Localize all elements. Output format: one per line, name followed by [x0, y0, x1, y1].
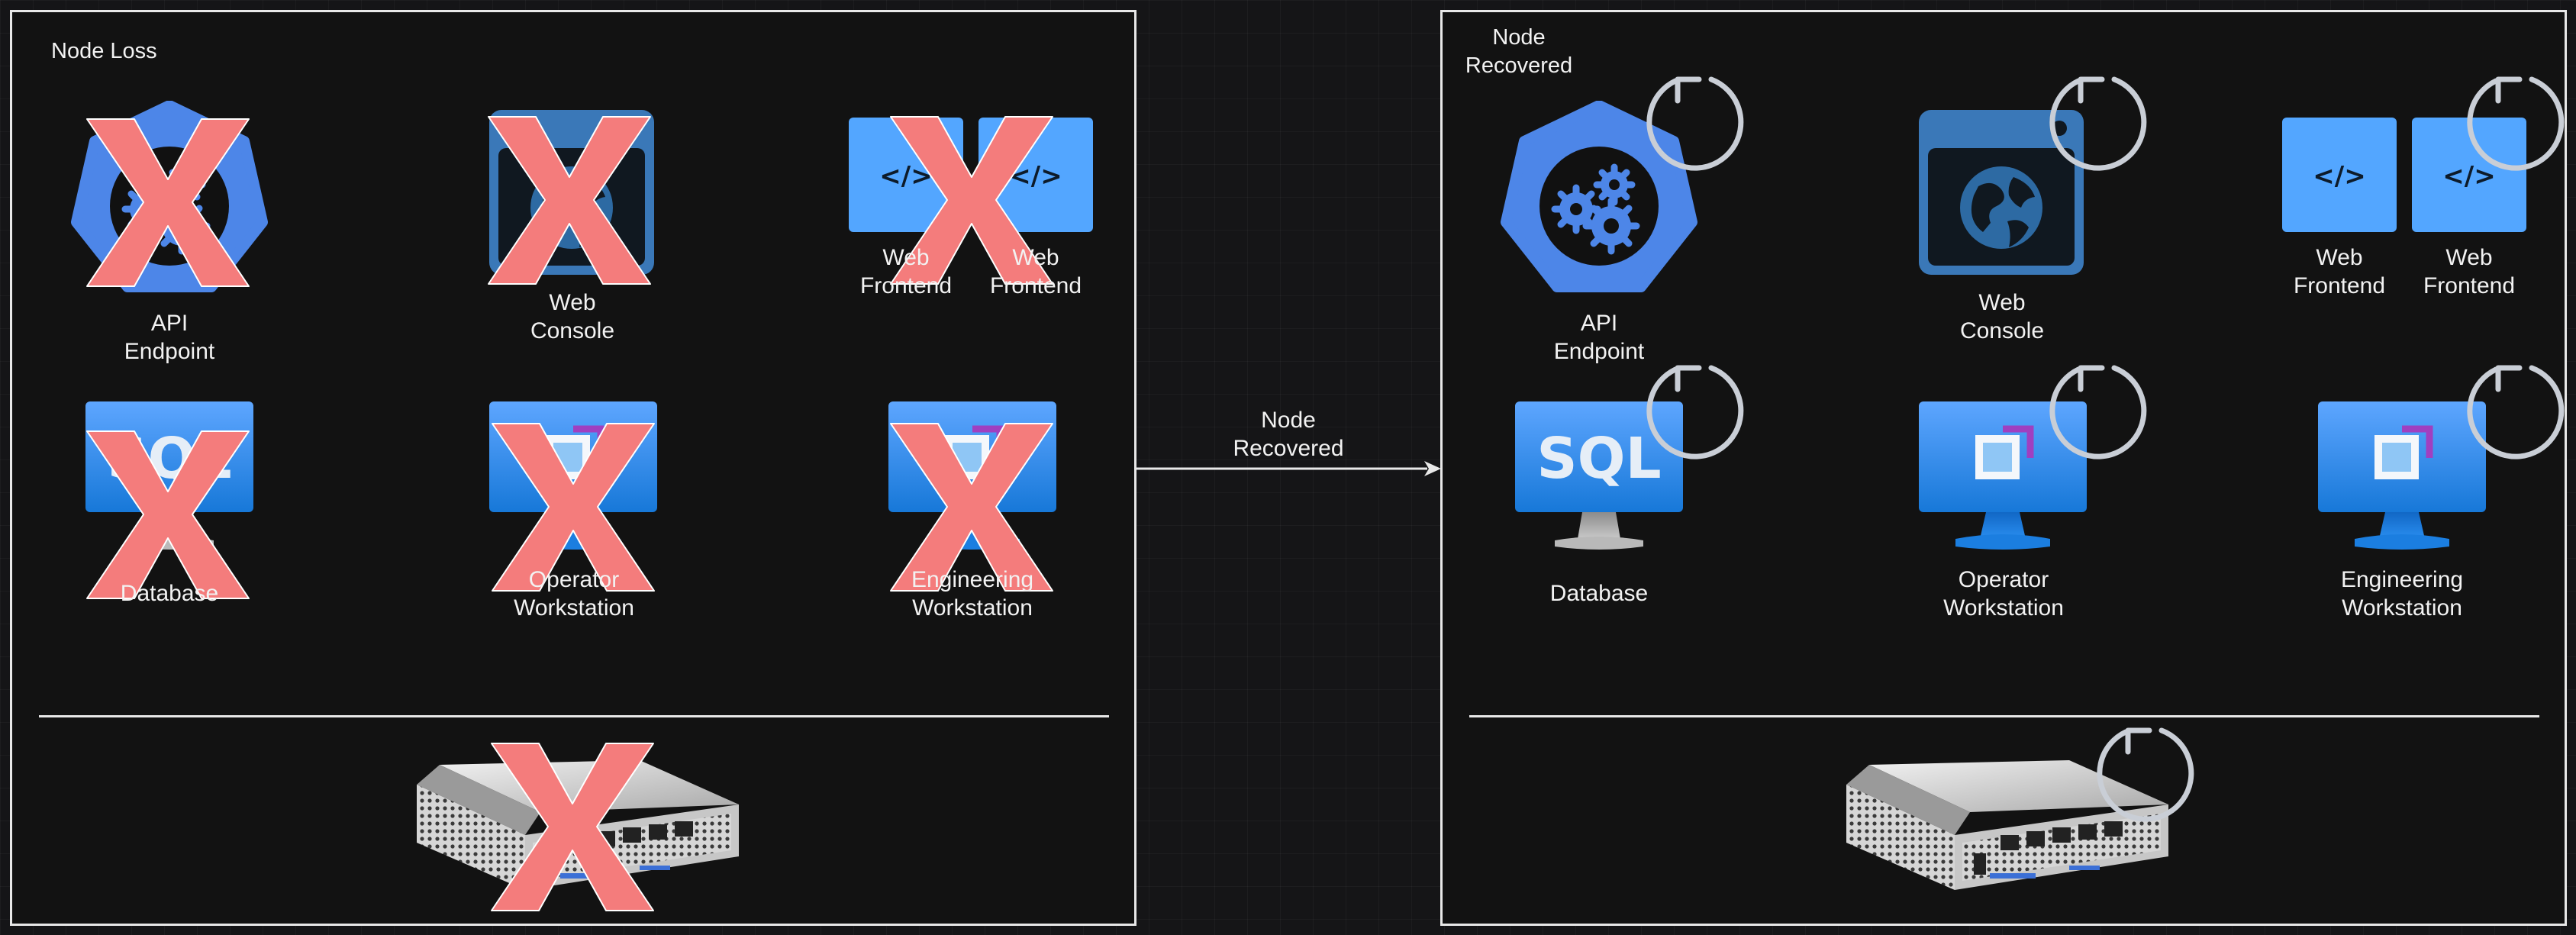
failure-x-icon	[84, 429, 252, 601]
database-label: Database	[1549, 581, 1649, 606]
panel-title: Node Loss	[51, 39, 157, 63]
recovery-arrow-icon	[2084, 718, 2198, 833]
divider-line	[39, 715, 1109, 717]
failure-x-icon	[488, 741, 656, 913]
connector-arrow	[1136, 461, 1441, 476]
recovery-arrow-icon	[2454, 356, 2568, 470]
recovery-arrow-icon	[1633, 67, 1748, 182]
web-frontend-icon	[2282, 118, 2397, 232]
recovery-arrow-icon	[1633, 356, 1748, 470]
divider-line	[1469, 715, 2539, 717]
recovery-arrow-icon	[2454, 67, 2568, 182]
failure-x-icon	[485, 114, 653, 286]
recovery-arrow-icon	[2036, 356, 2151, 470]
failure-x-icon	[84, 117, 252, 289]
recovery-arrow-icon	[2036, 67, 2151, 182]
database-label: Database	[120, 581, 219, 606]
